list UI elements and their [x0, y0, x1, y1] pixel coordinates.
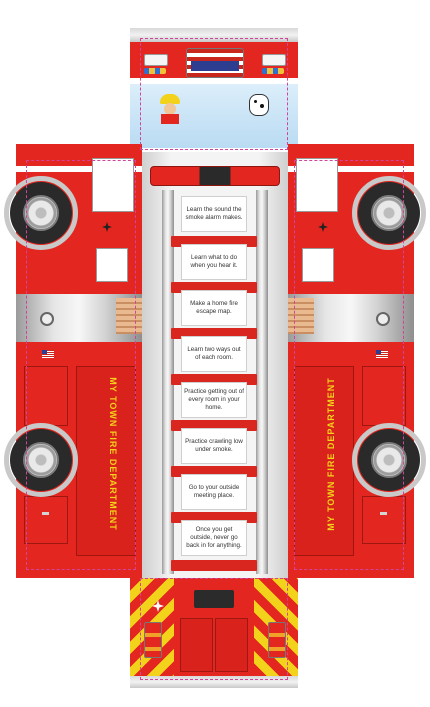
wheel-icon [10, 182, 72, 244]
headlight-right-icon [262, 54, 286, 66]
right-cab-stripe [288, 166, 414, 172]
truck-rear [130, 578, 298, 688]
right-front-fender [352, 176, 426, 250]
ladder-step-5: Practice getting out of every room in yo… [181, 382, 247, 418]
left-front-fender [4, 176, 78, 250]
left-pump-gauge-icon [40, 312, 54, 326]
right-compartment-1 [362, 366, 406, 426]
wheel-icon [358, 182, 420, 244]
rear-bumper [130, 676, 298, 688]
wheel-icon [10, 429, 72, 491]
ladder-step-6: Practice crawling low under smoke. [181, 428, 247, 464]
right-body-panel [294, 366, 354, 556]
light-bar [150, 166, 280, 186]
ladder-rung [171, 236, 257, 247]
ladder-rung [171, 512, 257, 523]
rear-window [194, 590, 234, 608]
left-rear-fender [4, 423, 78, 497]
left-side-label: MY TOWN FIRE DEPARTMENT [107, 377, 118, 531]
ladder-rung [171, 328, 257, 339]
right-compartment-2 [362, 496, 406, 544]
tail-light-left-icon [144, 622, 162, 658]
left-compartment-1 [24, 366, 68, 426]
ladder-step-4: Learn two ways out of each room. [181, 336, 247, 372]
dalmatian-dog-icon [246, 92, 270, 122]
ladder-step-1: Learn the sound the smoke alarm makes. [181, 196, 247, 232]
windshield [130, 84, 298, 148]
tail-light-right-icon [268, 622, 286, 658]
indicator-left-icon [144, 68, 166, 74]
cab-top [130, 28, 298, 148]
ladder-rung [171, 282, 257, 293]
headlight-left-icon [144, 54, 168, 66]
ladder-step-2: Learn what to do when you hear it. [181, 244, 247, 280]
rear-door-left [180, 618, 213, 672]
ladder-step-8: Once you get outside, never go back in f… [181, 520, 247, 556]
flag-grille-icon [186, 48, 244, 78]
maltese-cross-icon [102, 222, 112, 232]
ladder-rung [171, 466, 257, 477]
firefighter-icon [158, 94, 182, 124]
left-cab-door-window [92, 158, 134, 212]
right-cab-door-window [296, 158, 338, 212]
ladder-rung [171, 560, 257, 571]
left-hose-bundle [116, 298, 146, 334]
cab-top-bumper [130, 28, 298, 42]
right-pump-gauge-icon [376, 312, 390, 326]
indicator-right-icon [262, 68, 284, 74]
left-body-panel [76, 366, 136, 556]
right-side-label: MY TOWN FIRE DEPARTMENT [325, 377, 336, 531]
ladder-rung [171, 420, 257, 431]
right-cab-rear-window [302, 248, 334, 282]
left-cab-rear-window [96, 248, 128, 282]
ladder-rail-right [256, 190, 268, 574]
american-flag-icon [42, 350, 54, 358]
rear-door-right [215, 618, 248, 672]
american-flag-icon [376, 350, 388, 358]
left-compartment-2 [24, 496, 68, 544]
left-compartment-handle [42, 512, 49, 515]
ladder-rung [171, 374, 257, 385]
right-hose-bundle [284, 298, 314, 334]
ladder-step-3: Make a home fire escape map. [181, 290, 247, 326]
ladder-step-7: Go to your outside meeting place. [181, 474, 247, 510]
wheel-icon [358, 429, 420, 491]
maltese-cross-icon [318, 222, 328, 232]
right-rear-fender [352, 423, 426, 497]
left-cab-stripe [16, 166, 142, 172]
right-compartment-handle [380, 512, 387, 515]
